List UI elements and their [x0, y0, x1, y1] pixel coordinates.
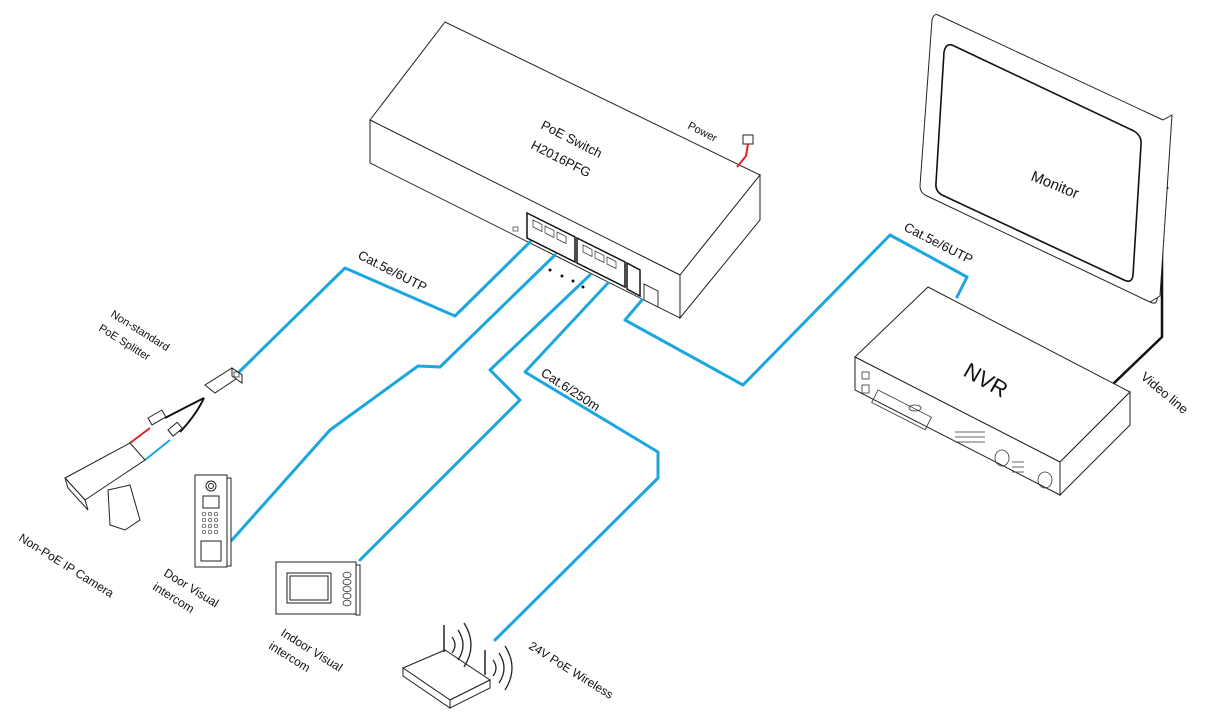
wireless-label: 24V PoE Wireless	[526, 639, 615, 702]
cable-switch-to-nvr	[623, 233, 969, 387]
more-ports-dots	[548, 268, 585, 289]
nvr: NVR	[854, 286, 1131, 497]
ip-camera: Non-PoE IP Camera	[16, 442, 146, 601]
poe-splitter: Non-standard PoE Splitter	[96, 308, 243, 394]
splitter-leads	[129, 397, 205, 461]
camera-label: Non-PoE IP Camera	[16, 531, 116, 601]
indoor-intercom: Indoor Visual intercom	[266, 561, 361, 675]
monitor: Monitor	[919, 14, 1173, 304]
cable-switch-to-wireless	[493, 281, 660, 642]
door-intercom: Door Visual intercom	[150, 474, 232, 616]
power-plug-icon	[742, 134, 754, 145]
cable-switch-to-indoor-intercom	[358, 273, 592, 562]
video-line-label: Video line	[1138, 369, 1191, 417]
switch-ports	[526, 211, 659, 308]
cable-switch-to-door-intercom	[230, 253, 557, 542]
wifi-signal-icon	[451, 622, 513, 691]
switch-led-icon	[512, 226, 519, 232]
cables	[230, 186, 1169, 642]
power-wire	[736, 143, 749, 168]
cable-label-nvr: Cat.5e/6UTP	[902, 219, 976, 266]
cable-label-wireless: Cat.6/250m	[538, 365, 603, 414]
cable-switch-to-splitter	[234, 240, 532, 377]
poe-switch: PoE Switch H2016PFG Power	[369, 21, 761, 320]
wireless-ap: 24V PoE Wireless	[401, 622, 616, 709]
